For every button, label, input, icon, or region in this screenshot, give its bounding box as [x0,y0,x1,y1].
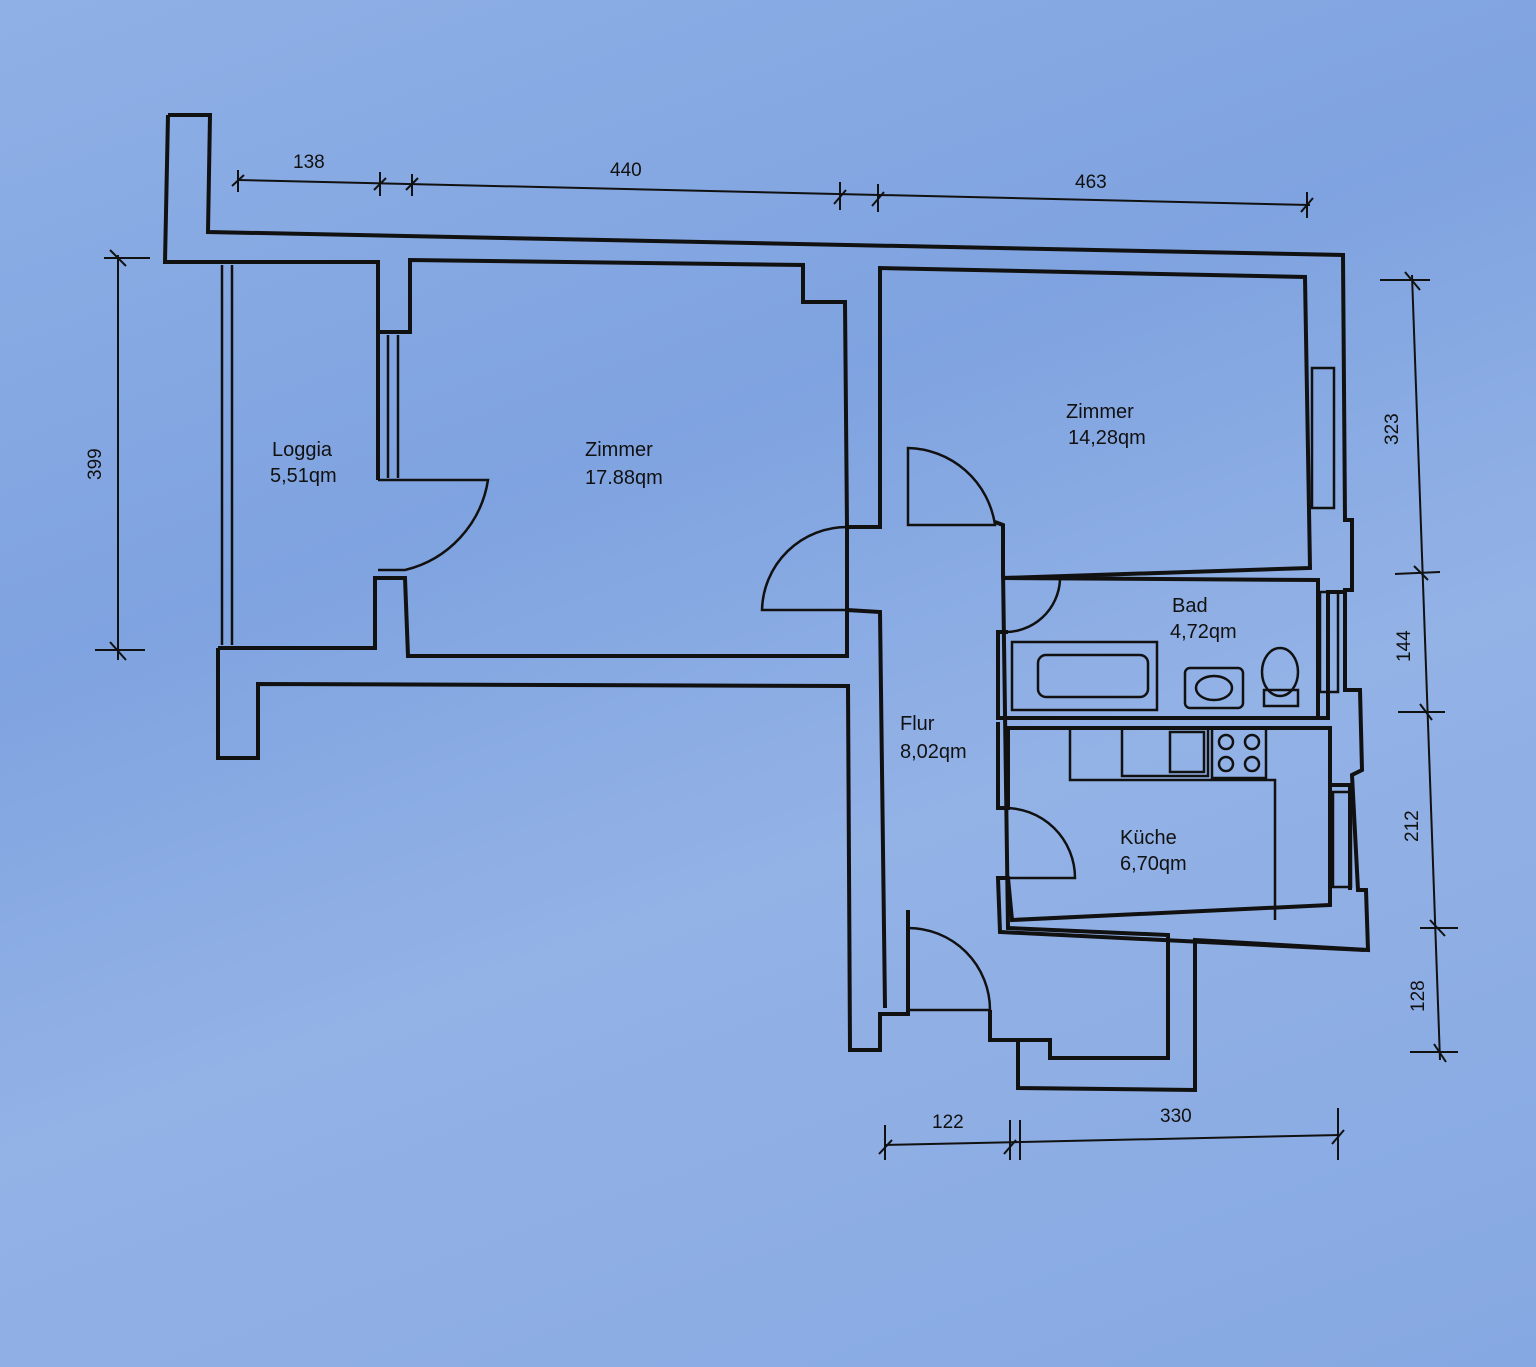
room-name-loggia: Loggia [272,439,333,461]
top-dim-line [237,179,1311,206]
bad-door [1002,579,1062,634]
windows [220,265,1353,889]
kitchen-wall [995,722,1366,952]
room-area-bad: 4,72qm [1170,621,1237,643]
zimmer-right-door [906,446,997,527]
washbasin-icon [1183,666,1245,710]
bad-inner-top [1002,576,1320,720]
top-wall-inner [162,114,1313,580]
toilet-icon [1260,646,1300,698]
right-dim-ticks [1380,271,1458,1063]
loggia-door [378,478,490,572]
kitchen-sink-icon [1120,726,1210,778]
room-name-flur: Flur [900,713,935,735]
room-area-kueche: 6,70qm [1120,853,1187,875]
bathtub [1010,640,1159,712]
kitchen-door [1002,806,1077,880]
walls [162,113,1371,1093]
dim-left-1: 399 [85,448,106,480]
dim-right-1: 323 [1382,413,1403,445]
right-dim-line [1411,274,1441,1061]
room-labels: Loggia 5,51qm Zimmer 17.88qm Zimmer 14,2… [270,401,1237,875]
zimmer-right-window [1310,366,1336,510]
dim-top-2: 440 [610,160,642,181]
burner-icon [1217,755,1235,773]
kitchen-window [1331,790,1353,889]
dim-top-1: 138 [293,152,325,173]
sink-basin [1168,730,1206,774]
burner-icon [1243,733,1261,751]
dim-top-3: 463 [1075,172,1107,193]
room-area-zimmer-right: 14,28qm [1068,427,1146,449]
toilet-tank [1262,688,1300,708]
room-name-zimmer-right: Zimmer [1066,401,1134,423]
burner-icon [1243,755,1261,773]
bad-wall [994,520,1005,578]
left-dim-ticks [95,249,150,661]
room-name-kueche: Küche [1120,827,1177,849]
room-name-zimmer-left: Zimmer [585,439,653,461]
fixtures [1010,640,1300,920]
top-wall [168,113,1371,1093]
stove-icon [1210,726,1268,780]
dim-right-2: 144 [1394,630,1415,662]
room-area-zimmer-left: 17.88qm [585,467,663,489]
room-name-bad: Bad [1172,595,1208,617]
loggia-bottom-wall [218,576,887,1009]
kitchen-counter [1068,728,1277,920]
dimension-lines [95,170,1458,1160]
washbasin-bowl [1194,674,1234,702]
top-dim-ticks [231,170,1314,218]
lower-left-wall [216,648,910,1052]
dim-right-3: 212 [1402,810,1423,842]
dimension-labels: 138 440 463 399 323 144 212 128 122 330 [85,152,1429,1133]
room-area-loggia: 5,51qm [270,465,337,487]
entry-door [907,926,992,1012]
entry-wall [906,932,1018,1042]
doors [378,446,1077,1012]
bottom-dim-ticks [878,1108,1345,1160]
zimmer-left-door [760,525,848,612]
dim-right-4: 128 [1408,980,1429,1012]
burner-icon [1217,733,1235,751]
dim-bottom-1: 122 [932,1112,964,1133]
bottom-dim-line [884,1134,1341,1146]
bad-window [1318,590,1340,694]
bathtub-inner [1036,653,1150,699]
dim-bottom-2: 330 [1160,1106,1192,1127]
room-area-flur: 8,02qm [900,741,967,763]
